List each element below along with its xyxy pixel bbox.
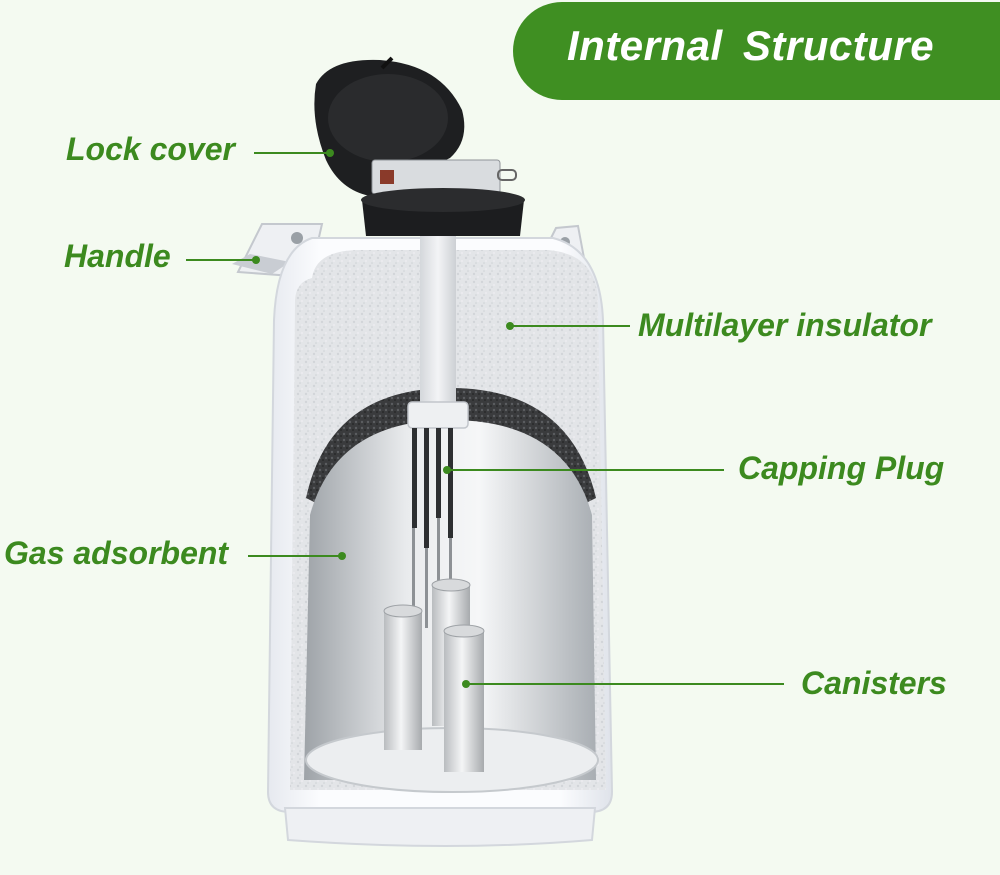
label-lock-cover: Lock cover xyxy=(66,131,235,167)
neck-tube xyxy=(420,236,456,408)
label-handle: Handle xyxy=(64,238,171,274)
capping-plug-collar xyxy=(407,401,469,429)
label-canisters: Canisters xyxy=(801,665,947,701)
label-capping-plug: Capping Plug xyxy=(738,450,945,486)
base-ring xyxy=(283,807,597,847)
label-gas-adsorbent: Gas adsorbent xyxy=(4,535,229,571)
lock-cover xyxy=(314,56,517,196)
canister-front xyxy=(443,624,485,772)
lid-cap xyxy=(361,188,525,236)
canister-left xyxy=(383,604,423,750)
gas-adsorbent-band xyxy=(306,388,596,504)
title-banner xyxy=(513,2,1000,100)
label-multilayer-insulator: Multilayer insulator xyxy=(638,307,932,343)
title-text: Internal Structure xyxy=(567,22,935,69)
